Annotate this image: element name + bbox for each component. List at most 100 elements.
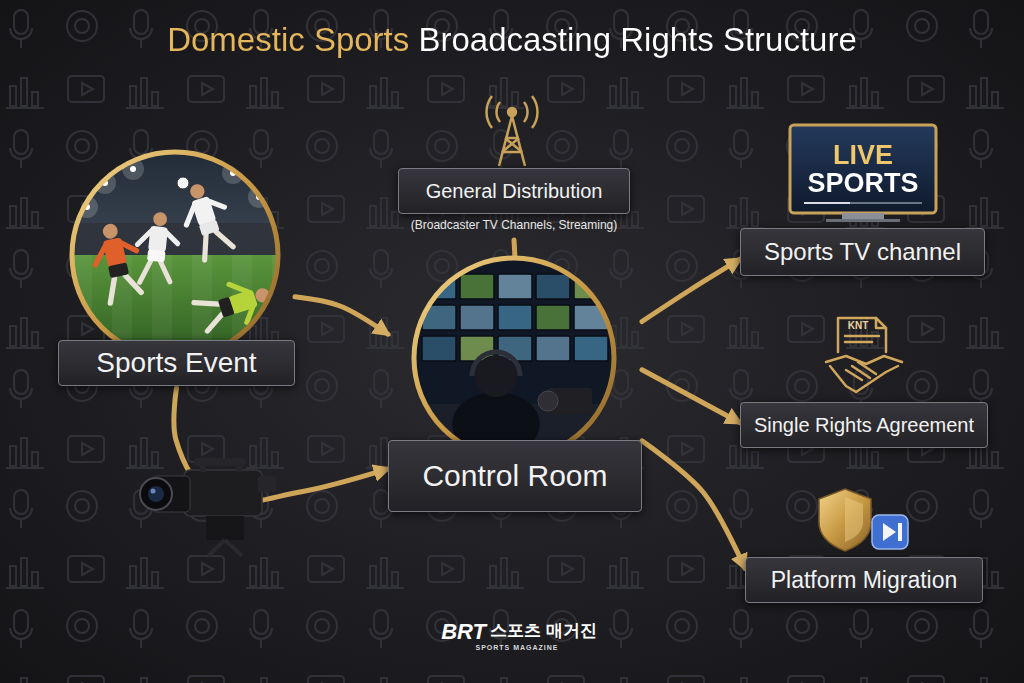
handshake-contract-icon-part: [826, 356, 902, 364]
stadium-photo-part-part: [94, 172, 116, 194]
circle-outline: [388, 258, 642, 512]
control-room-photo-part-part: [422, 336, 456, 361]
video-camera-illustration-part: [200, 464, 206, 472]
stadium-photo-part-part: [72, 255, 278, 363]
player-figure-part: [103, 237, 127, 267]
stadium-photo-part-part: [72, 223, 278, 257]
stadium-photo-part-part: [222, 162, 244, 184]
control-room-photo-part-part: [422, 305, 456, 330]
antenna-tower-icon-part: [505, 138, 522, 152]
video-camera-illustration-part: [140, 478, 172, 510]
control-room-photo-part-part: [460, 305, 494, 330]
stadium-photo: [72, 152, 292, 363]
stadium-photo-part-part: [232, 255, 252, 363]
stadium-photo-part: [72, 152, 278, 358]
video-camera-illustration: [140, 458, 276, 556]
control-room-photo-part-part: [574, 305, 608, 330]
player-figure-part: [105, 277, 119, 303]
process-box: Platform Migration: [745, 557, 983, 603]
player-figure-part: [137, 230, 151, 246]
control-room-photo-part-part: [414, 258, 614, 458]
flow-arrow: [642, 259, 740, 321]
control-room-photo-part-part: [452, 392, 540, 456]
handshake-contract-icon-part: [852, 366, 870, 378]
control-room-photo-part-part: [422, 274, 456, 299]
player-figure-part: [218, 297, 235, 318]
flow-arrow: [295, 297, 388, 334]
shield-platform-icon-part: [898, 523, 902, 541]
flow-arrow: [642, 441, 745, 569]
antenna-tower-icon-part: [496, 102, 500, 122]
process-box: General Distribution(Broadcaster TV Chan…: [398, 168, 630, 240]
player-figure: [133, 210, 180, 286]
player-figure-part: [228, 289, 258, 314]
circle-node: Control Room: [388, 258, 642, 512]
handshake-contract-icon-part: [830, 366, 898, 392]
player-figure-part: [153, 212, 168, 227]
player-figure-part: [148, 226, 168, 253]
stadium-photo-part-part: [152, 255, 172, 363]
process-box: Single Rights Agreement: [740, 402, 988, 448]
control-room-photo-part-part: [498, 274, 532, 299]
stadium-photo-part-part: [112, 255, 132, 363]
shield-platform-icon-part: [883, 523, 896, 541]
node-label: Sports Event: [58, 340, 295, 386]
player-figure-part: [229, 280, 248, 297]
control-room-photo-part-part: [472, 352, 520, 376]
stadium-photo-part-part: [248, 186, 270, 208]
antenna-tower-icon-part: [505, 137, 519, 140]
control-room-photo-part: [414, 258, 614, 464]
video-camera-illustration-part: [194, 458, 246, 466]
stadium-photo-part-part: [130, 166, 136, 172]
player-figure-part: [159, 262, 172, 282]
control-room-photo-part-part: [538, 391, 558, 411]
control-room-photo-part-part: [536, 305, 570, 330]
tv-icon-part: [826, 219, 900, 222]
control-room-photo-part-part: [574, 274, 608, 299]
process-box: Sports TV channel: [740, 228, 985, 276]
stadium-photo-part-part: [230, 170, 236, 176]
tv-icon: [790, 125, 936, 222]
handshake-contract-icon-part: [846, 370, 862, 380]
antenna-tower-icon-part: [524, 102, 528, 122]
title-wrap: Domestic Sports Broadcasting Rights Stru…: [0, 20, 1024, 60]
control-room-photo-part-part: [498, 336, 532, 361]
handshake-contract-icon-part: [858, 362, 876, 374]
video-camera-illustration-part: [225, 540, 242, 556]
player-figure-part: [216, 228, 233, 250]
watermark-text: BRT: [428, 619, 486, 645]
antenna-tower-icon-part: [499, 116, 512, 166]
antenna-tower-icon-part: [508, 108, 516, 116]
player-figure-part: [92, 246, 109, 265]
flow-arrow: [174, 388, 388, 504]
player-figure-part: [147, 249, 166, 262]
stadium-photo-part-part: [272, 255, 292, 363]
shield-platform-icon-part: [872, 515, 908, 549]
tv-icon-part: [804, 202, 922, 204]
handshake-contract-icon-part: [838, 318, 886, 352]
stadium-photo-part-part: [72, 255, 92, 363]
player-figure: [175, 178, 238, 262]
node-label: Control Room: [388, 440, 642, 512]
video-camera-illustration-part: [258, 476, 276, 492]
stadium-photo-part-part: [72, 152, 278, 358]
control-room-photo-part-part: [498, 305, 532, 330]
antenna-tower-icon-part: [512, 116, 525, 166]
antenna-tower-icon-part: [486, 96, 492, 128]
node-label: Platform Migration: [746, 567, 982, 594]
tv-icon-part: [790, 125, 936, 213]
control-room-photo-part-part: [536, 336, 570, 361]
circle-node: Sports Event: [58, 148, 295, 388]
video-camera-illustration-part: [148, 486, 164, 502]
shield-platform-icon-part: [845, 497, 863, 542]
control-room-photo-part-part: [460, 336, 494, 361]
handshake-contract-icon-part: [845, 335, 879, 338]
node-label: General Distribution: [398, 168, 630, 214]
player-figure-part: [254, 286, 272, 304]
shield-platform-icon-part: [819, 489, 871, 551]
